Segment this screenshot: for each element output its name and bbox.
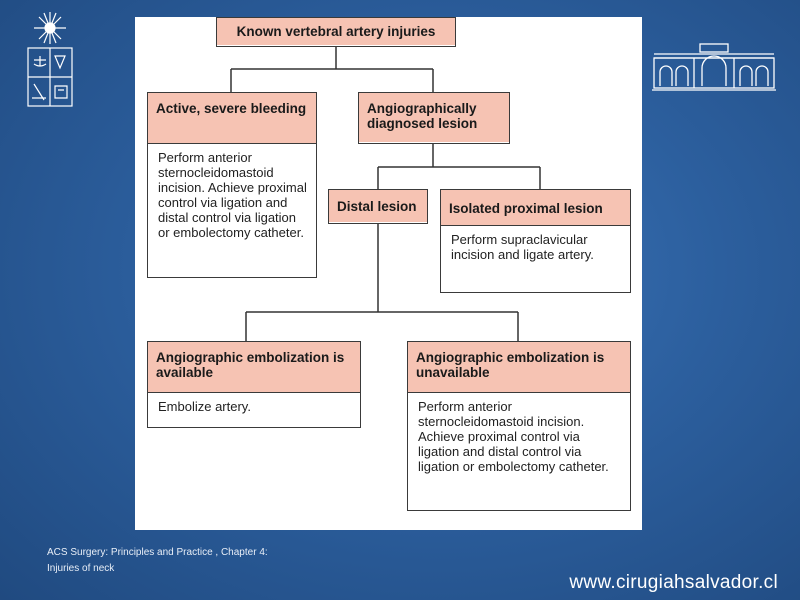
node-distal-lesion: Distal lesion: [328, 189, 428, 224]
website-link[interactable]: www.cirugiahsalvador.cl: [569, 572, 778, 593]
node-proximal-lesion-body: Perform supraclavicular incision and lig…: [441, 225, 630, 268]
node-embolization-unavailable-title: Angiographic embolization is unavailable: [408, 342, 630, 392]
node-angiographic-lesion-title: Angiographically diagnosed lesion: [359, 93, 509, 142]
node-embolization-available-title: Angiographic embolization is available: [148, 342, 360, 392]
node-embolization-unavailable: Angiographic embolization is unavailable…: [407, 341, 631, 511]
node-active-bleeding-body: Perform anterior sternocleidomastoid inc…: [148, 143, 316, 246]
node-proximal-lesion-title: Isolated proximal lesion: [441, 190, 630, 225]
hospital-building-logo: [652, 43, 776, 91]
node-active-bleeding: Active, severe bleeding Perform anterior…: [147, 92, 317, 278]
node-known-injuries-title: Known vertebral artery injuries: [217, 18, 455, 45]
university-seal-logo: [27, 12, 73, 107]
node-known-injuries: Known vertebral artery injuries: [216, 17, 456, 47]
node-embolization-available: Angiographic embolization is available E…: [147, 341, 361, 428]
node-embolization-available-body: Embolize artery.: [148, 392, 360, 420]
node-embolization-unavailable-body: Perform anterior sternocleidomastoid inc…: [408, 392, 630, 480]
node-proximal-lesion: Isolated proximal lesion Perform supracl…: [440, 189, 631, 293]
node-angiographic-lesion: Angiographically diagnosed lesion: [358, 92, 510, 144]
node-active-bleeding-title: Active, severe bleeding: [148, 93, 316, 143]
node-distal-lesion-title: Distal lesion: [329, 190, 427, 222]
flowchart-connectors: [230, 46, 541, 341]
source-caption: ACS Surgery: Principles and Practice , C…: [47, 547, 268, 574]
flowchart-panel: Known vertebral artery injuries Active, …: [135, 17, 642, 530]
